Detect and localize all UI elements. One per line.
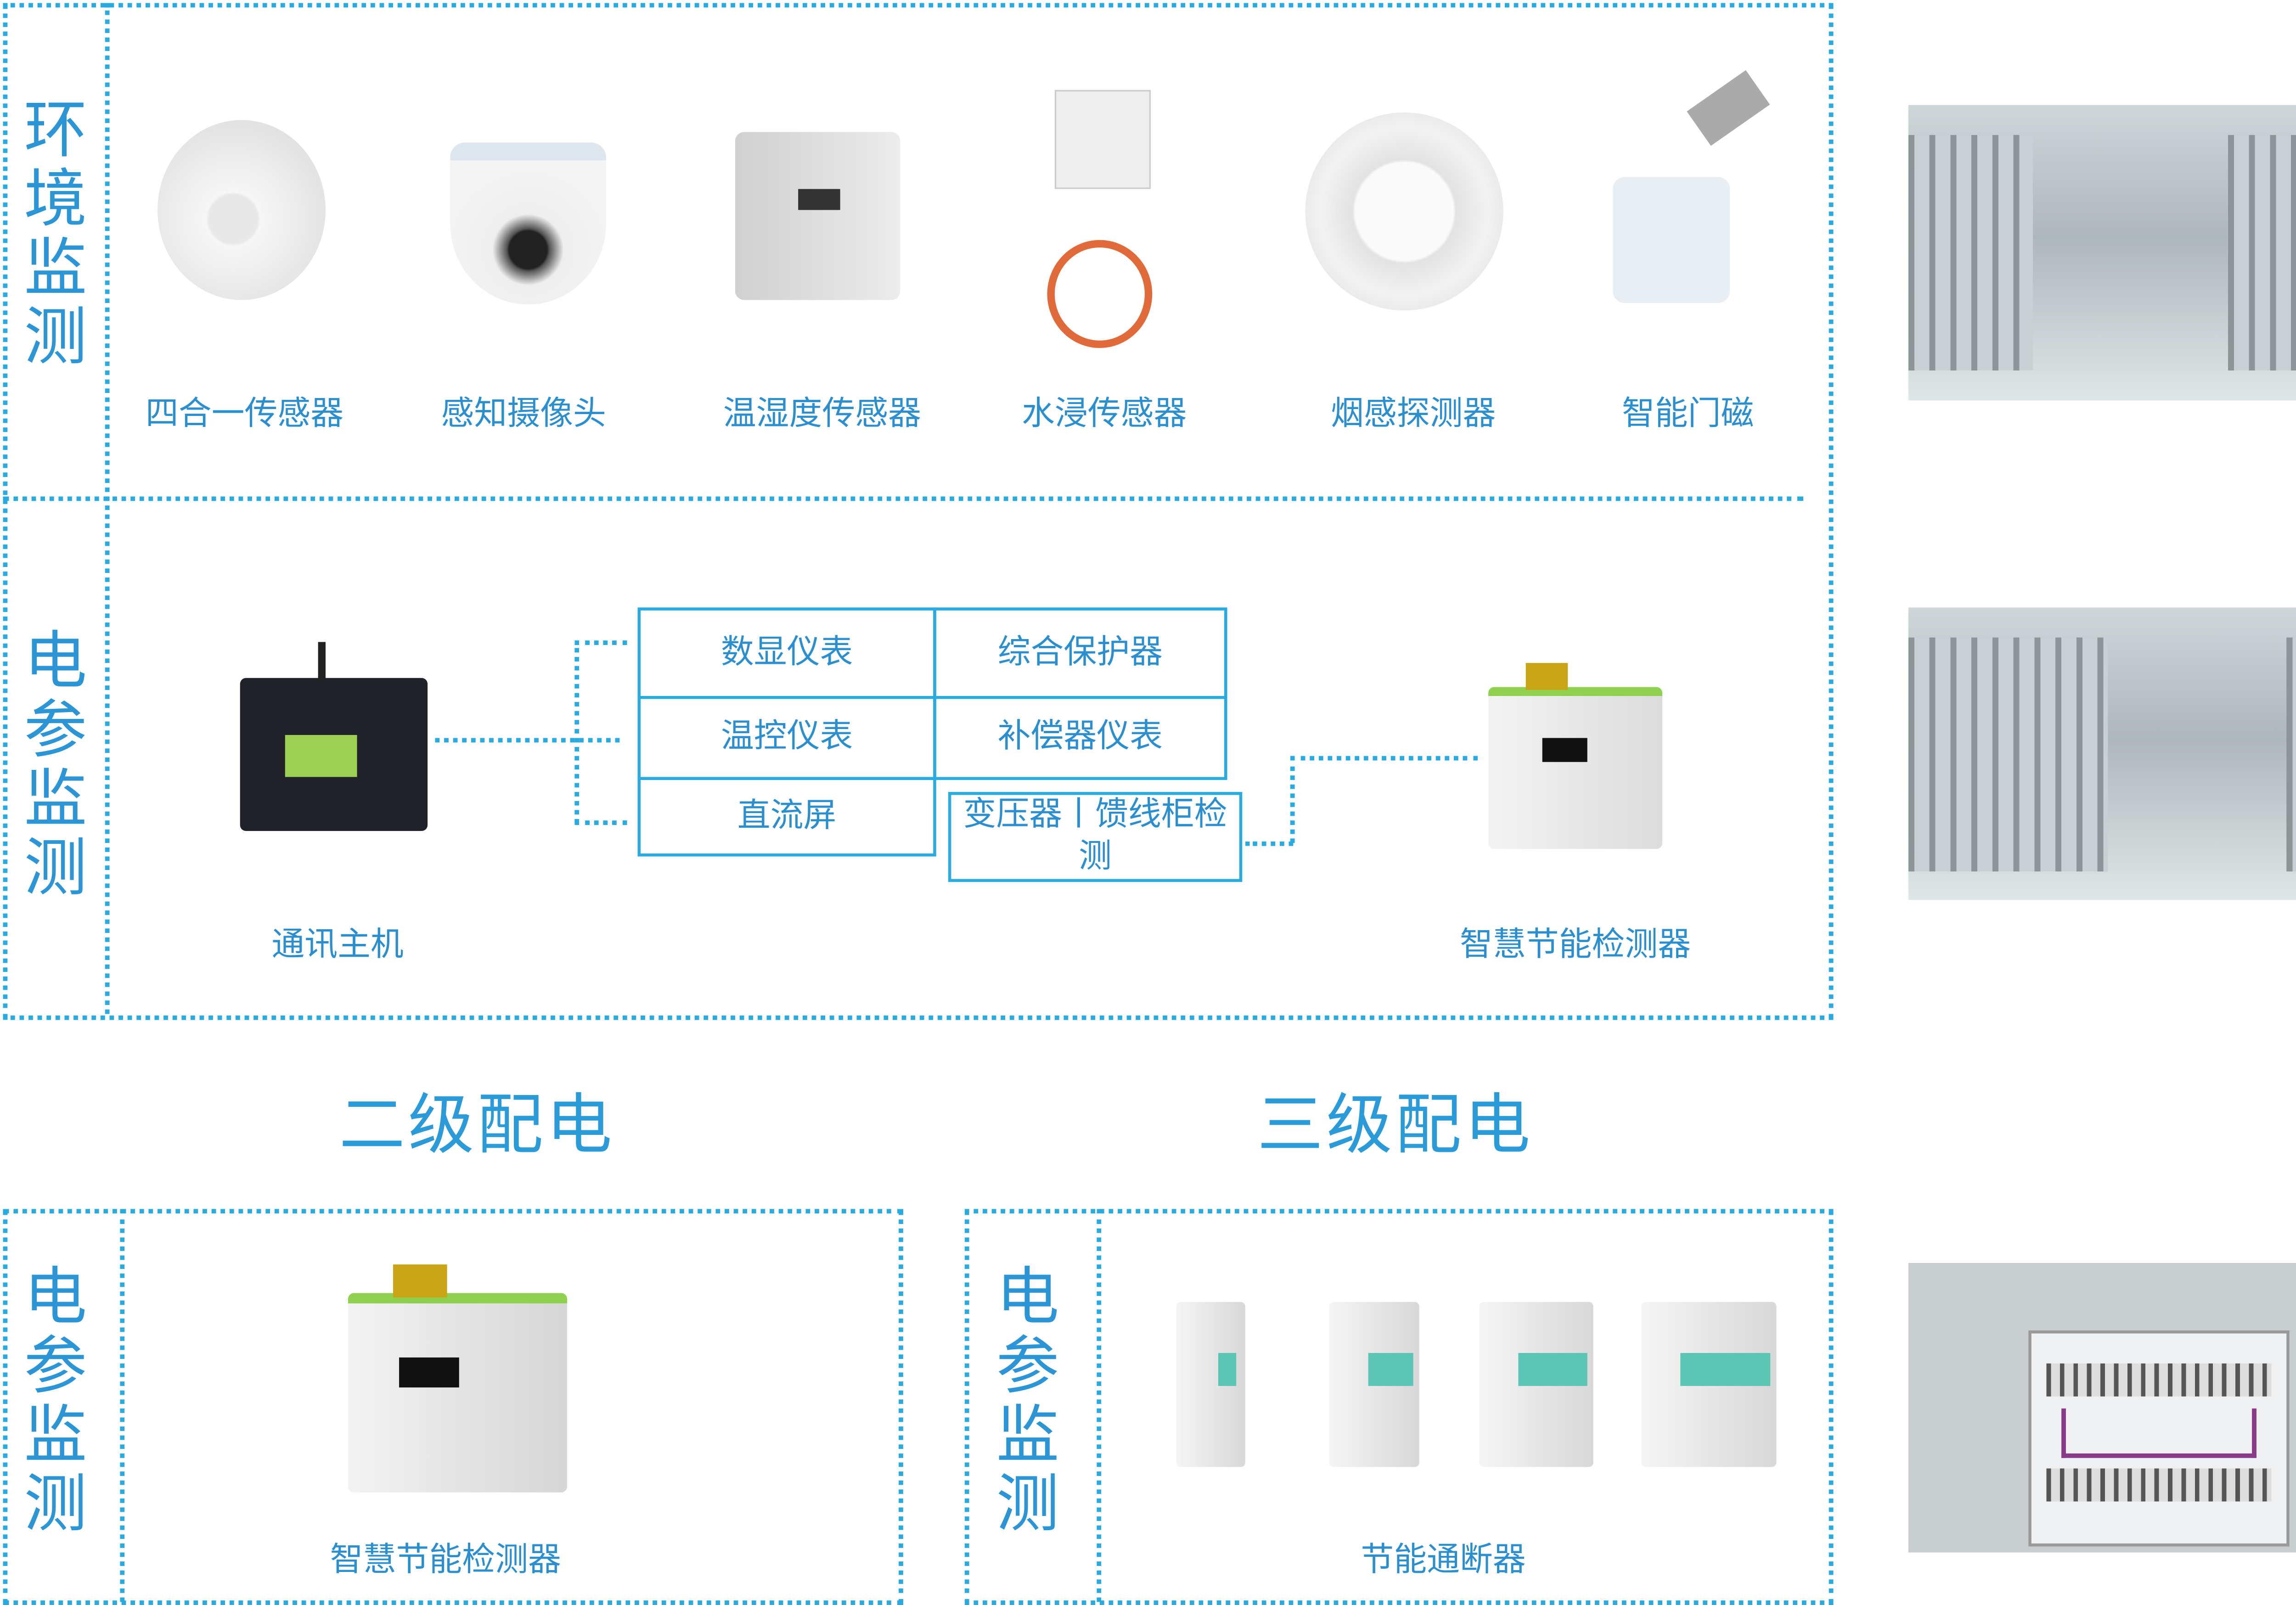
device-label: 智能门磁 [1621,396,1754,434]
env-elec-frame [3,3,1834,1020]
divider [120,1209,125,1602]
device-label: 水浸传感器 [1021,396,1187,434]
switchgear-room-photo [1908,607,2296,900]
smoke-detector-image [1305,112,1503,311]
comm-host-image [240,642,428,831]
temp-humidity-sensor-image [735,132,900,300]
connector [574,640,580,824]
water-sensor-image [1054,90,1151,189]
device-label: 四合一传感器 [145,396,344,434]
section-label-env: 环境监测 [24,93,87,374]
table-cell: 数显仪表 [637,607,936,699]
smart-detector-image [348,1264,568,1493]
smart-detector-image [1488,663,1663,849]
water-sensor-cable [1047,240,1153,348]
level3-device-label: 节能通断器 [1361,1542,1526,1580]
switchgear-room-photo [1908,105,2296,401]
level2-device-label: 智慧节能检测器 [330,1542,561,1580]
four-in-one-sensor-image [158,120,326,300]
breaker-4p-image [1641,1302,1777,1467]
table-cell: 温控仪表 [637,696,936,780]
heading-level2: 二级配电 [339,1087,615,1164]
smart-detector-label: 智慧节能检测器 [1459,927,1691,965]
connector [574,640,627,645]
breaker-1p-image [1176,1302,1245,1467]
connector [435,738,620,743]
section-label-level3: 电参监测 [996,1260,1059,1541]
table-cell: 综合保护器 [933,607,1227,699]
door-sensor-image [1613,177,1730,303]
breaker-2p-image [1329,1302,1419,1467]
table-cell: 补偿器仪表 [933,696,1227,780]
connector [574,820,627,825]
distribution-box-photo [1908,1263,2296,1553]
comm-host-label: 通讯主机 [271,927,404,965]
transformer-feeder-box: 变压器丨馈线柜检测 [948,792,1243,882]
section-label-elec: 电参监测 [24,624,87,905]
connector [1290,756,1478,761]
device-label: 温湿度传感器 [723,396,922,434]
divider [105,3,110,1014]
device-label: 烟感探测器 [1330,396,1496,434]
level2-frame [3,1209,903,1605]
section-label-level2: 电参监测 [24,1260,87,1541]
connector [1245,841,1294,846]
divider [3,496,1804,501]
level3-frame [964,1209,1834,1605]
connector [1290,756,1295,843]
heading-level3: 三级配电 [1257,1087,1534,1164]
camera-image [450,142,606,305]
device-label: 感知摄像头 [441,396,606,434]
divider [1097,1209,1102,1602]
breaker-3p-image [1479,1302,1593,1467]
table-cell: 直流屏 [637,777,936,857]
